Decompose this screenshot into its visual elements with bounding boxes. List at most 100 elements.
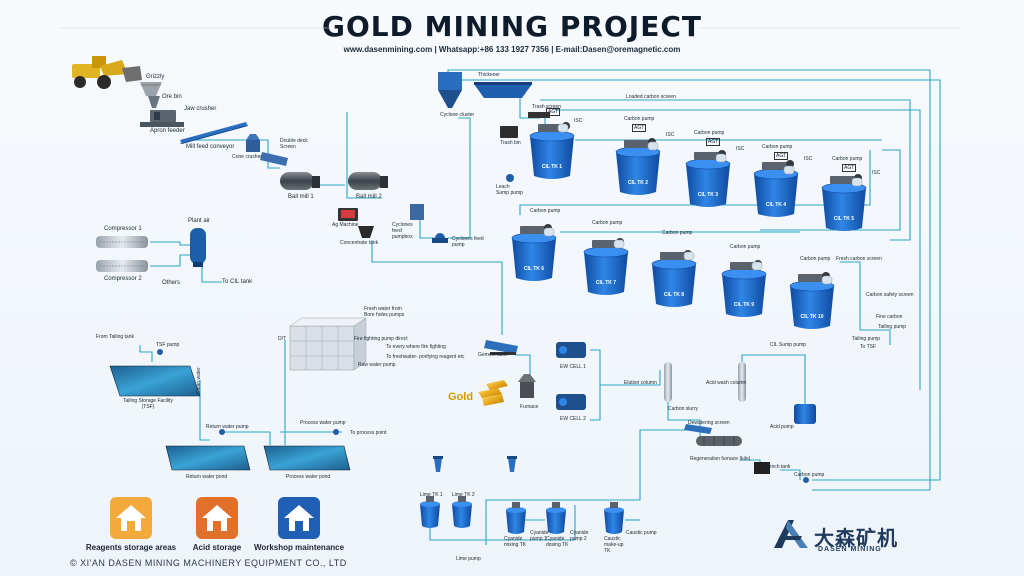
ore-bin-icon	[148, 96, 160, 108]
return-water-pond-icon	[165, 445, 251, 471]
loader-icon	[72, 56, 142, 89]
gemeni-table-icon	[484, 340, 518, 355]
label-tailing-pump-1: Tailing pump	[878, 324, 907, 330]
label-carbon-pump-1: Carbon pump	[624, 116, 655, 122]
label-carbon-pump-7: Carbon pump	[662, 230, 693, 236]
label-from-tailing-tank: From Tailing tank	[96, 334, 134, 340]
pipe-tsf-feed	[139, 345, 153, 362]
label-cyclones-feed-pump: Cyclones feed pump	[452, 236, 484, 248]
label-raw-water-pump: Raw water pump	[358, 362, 396, 368]
inter-stage-screen-icon	[851, 177, 863, 187]
cil-tank-label: CIL TK 3	[698, 192, 718, 198]
label-ball-mill-2: Ball mill 2	[356, 194, 382, 200]
dasen-logo-icon	[774, 520, 808, 548]
cil-tank-label: CIL TK 5	[834, 216, 854, 222]
label-isc-4: ISC	[804, 156, 813, 162]
cil-tank-label: CIL TK 6	[524, 266, 544, 272]
page-title: GOLD MINING PROJECT	[322, 10, 702, 43]
inter-stage-screen-icon	[557, 123, 569, 133]
pipe-row2-out	[840, 261, 891, 345]
label-cyanide-pump-2: Cyanide pump 2	[570, 530, 589, 542]
inter-stage-screen-icon	[821, 275, 833, 285]
storage-tile-label: Reagents storage areas	[85, 543, 177, 552]
label-thickener: Thickener	[478, 72, 500, 78]
label-plant-air: Plant air	[188, 218, 211, 224]
label-apron-feeder: Apron feeder	[150, 128, 185, 134]
tsf-pond-icon	[109, 365, 201, 397]
label-carbon-pump-8: Carbon pump	[730, 244, 761, 250]
storage-tile-3	[278, 497, 320, 539]
brand-name-en: DASEN MINING	[818, 546, 882, 553]
label-loaded-carbon-screen: Loaded carbon screen	[626, 94, 676, 100]
grizzly-icon	[140, 82, 162, 96]
label-acid-wash-column: Acid wash column	[706, 380, 747, 386]
label-agt-5: AGT	[842, 164, 857, 172]
label-ew-cell-2: EW CELL 2	[560, 416, 586, 422]
label-lime-tk2: Lime TK 2	[452, 492, 475, 498]
storage-tile-2	[196, 497, 238, 539]
fresh-water-tank-icon	[289, 317, 367, 371]
label-carbon-pump-5: Carbon pump	[530, 208, 561, 214]
acid-wash-column-icon	[738, 362, 746, 402]
ball-mill-2-icon	[348, 172, 388, 190]
process-water-pond-icon	[263, 445, 351, 471]
label-lime-tk1: Lime TK 1	[420, 492, 443, 498]
reagent-tank-3-icon	[506, 502, 526, 534]
reagent-hopper-icon	[433, 456, 443, 472]
elution-column-icon	[664, 362, 672, 402]
reagent-tank-group	[420, 456, 624, 534]
house-icon	[284, 505, 314, 531]
pipe-cyclone-to-gemeni	[371, 240, 503, 335]
label-tsf: Tailing Storage Facility (TSF)	[122, 398, 174, 410]
dewatering-screen-icon	[684, 424, 712, 434]
label-to-tsf: To TSF	[860, 344, 877, 350]
plant-air-receiver-icon	[190, 228, 206, 267]
label-trash-screen: Trash screen	[532, 104, 561, 110]
label-fire-fighting-pump: Fire fighting pump direct	[354, 336, 408, 342]
gold-bars-icon	[478, 380, 508, 406]
inter-stage-screen-icon	[647, 141, 659, 151]
label-to-process-point: To process point	[350, 430, 387, 436]
label-carbon-pump-6: Carbon pump	[592, 220, 623, 226]
tsf-pump-icon	[157, 349, 163, 355]
reagent-tank-1-icon	[420, 496, 440, 528]
label-process-water-pond: Process water pond	[286, 474, 331, 480]
cyclone-cluster-icon	[438, 72, 462, 108]
label-to-fire-fighting: To every where fire fighting	[386, 344, 446, 350]
pipe-cyclone-feed	[448, 117, 471, 239]
carbon-pump-icon	[803, 477, 809, 483]
label-cyclones-feed-pumpbox: Cyclones feed pumpbox	[392, 222, 413, 240]
inter-stage-screen-icon	[613, 239, 625, 249]
label-ew-cell-1: EW CELL 1	[560, 364, 586, 370]
concentrate-tank-icon	[358, 226, 374, 238]
cil-tank-3: CIL TK 3	[685, 150, 731, 207]
brand-name-cn: 大森矿机	[814, 526, 898, 550]
label-carbon-pump-2: Carbon pump	[694, 130, 725, 136]
label-jaw-crusher: Jaw crusher	[184, 106, 217, 112]
label-agt-1: AGT	[546, 108, 561, 116]
label-ag-machine: Ag Machine	[332, 222, 359, 228]
label-gemeni-table: Gemeni table	[478, 352, 508, 358]
label-tailing-pump-2: Tailing pump	[852, 336, 881, 342]
cil-tank-6: CIL TK 6	[511, 224, 557, 281]
cil-tank-label: CIL TK 1	[542, 164, 562, 170]
label-double-deck-screen: Double deck Screen	[280, 138, 308, 150]
label-compressor-1: Compressor 1	[104, 226, 142, 232]
pipe-tsf-return	[199, 380, 210, 441]
label-mill-feed-conveyor: Mill feed conveyor	[186, 144, 235, 150]
cil-tank-4: CIL TK 4	[753, 160, 799, 217]
trash-screen-icon	[528, 112, 550, 118]
cil-tank-label: CIL TK 8	[664, 292, 684, 298]
leach-sump-pump-icon	[506, 174, 514, 182]
storage-tile-label: Acid storage	[192, 543, 242, 552]
pipe-gemeni-to-furnace	[515, 354, 531, 382]
label-to-reagent: To freshwater- porifying reagent etc	[386, 354, 465, 360]
label-lime-pump: Lime pump	[456, 556, 481, 562]
label-leach-sump-pump: Leach Sump pump	[496, 184, 523, 196]
label-clean-water: Clean water	[196, 367, 202, 394]
cone-crusher-icon	[246, 134, 260, 152]
copyright-notice: © XI'AN DASEN MINING MACHINERY EQUIPMENT…	[70, 558, 347, 568]
reagent-hopper-icon	[507, 456, 517, 472]
pipe-ew-loop	[590, 349, 601, 421]
